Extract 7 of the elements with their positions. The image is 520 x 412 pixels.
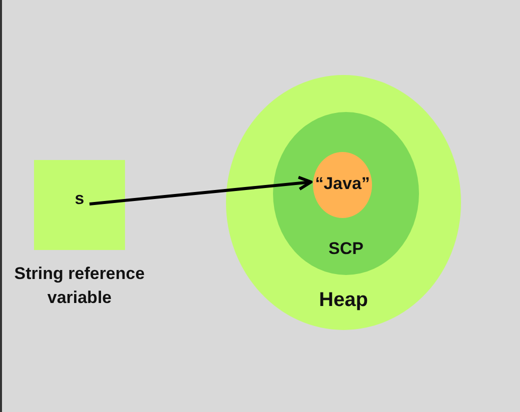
node-label: s bbox=[74, 188, 84, 210]
arrow bbox=[89, 176, 312, 206]
node-label: “Java” bbox=[315, 173, 370, 195]
node-label: Heap bbox=[319, 288, 368, 313]
caption-text: String reference variable bbox=[13, 263, 146, 309]
node-label: SCP bbox=[328, 238, 364, 260]
variable-box bbox=[34, 160, 125, 250]
